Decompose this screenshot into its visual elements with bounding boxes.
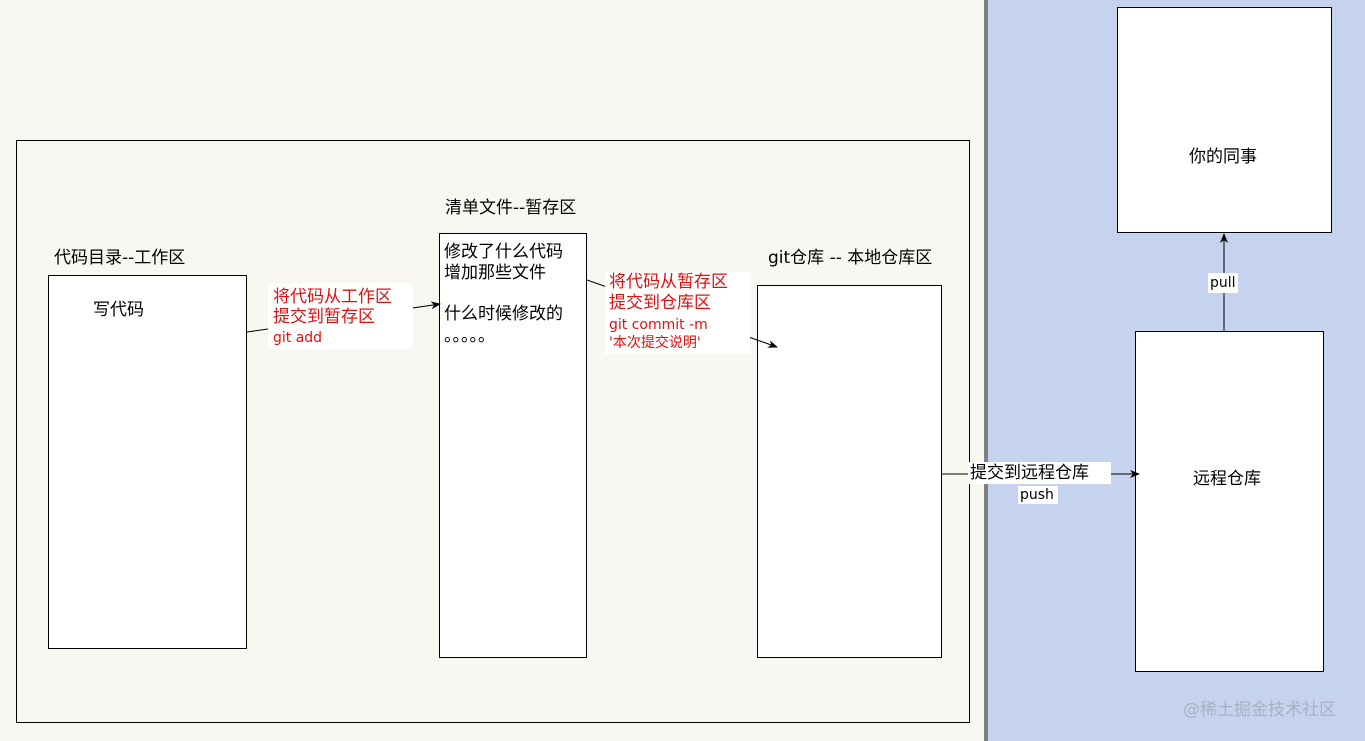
colleague-title: 你的同事 (1189, 147, 1257, 167)
stage-box: 修改了什么代码 增加那些文件 什么时候修改的 。。。。。 (439, 233, 587, 658)
pull-command: pull (1210, 275, 1236, 291)
commit-line-2: 提交到仓库区 (609, 293, 711, 313)
commit-annotation: 将代码从暂存区 提交到仓库区 git commit -m '本次提交说明' (605, 272, 750, 354)
workdir-content: 写代码 (93, 300, 144, 320)
workdir-box: 写代码 (48, 275, 247, 649)
localrepo-title: git仓库 -- 本地仓库区 (768, 248, 933, 268)
commit-message: '本次提交说明' (609, 335, 701, 351)
stage-title: 清单文件--暂存区 (445, 198, 577, 218)
add-annotation: 将代码从工作区 提交到暂存区 git add (268, 283, 413, 349)
stage-line-3: 什么时候修改的 (444, 304, 563, 324)
add-line-1: 将代码从工作区 (273, 287, 392, 307)
push-label: 提交到远程仓库 (970, 463, 1089, 483)
stage-line-4: 。。。。。 (444, 326, 495, 346)
localrepo-box (757, 285, 942, 658)
watermark: @稀土掘金技术社区 (1183, 700, 1336, 720)
colleague-box: 你的同事 (1117, 7, 1332, 233)
commit-line-1: 将代码从暂存区 (609, 272, 728, 292)
remote-title: 远程仓库 (1193, 469, 1261, 489)
stage-line-1: 修改了什么代码 (444, 242, 563, 262)
add-command: git add (273, 330, 323, 346)
stage-line-2: 增加那些文件 (444, 263, 546, 283)
add-line-2: 提交到暂存区 (273, 307, 375, 327)
push-annotation: 提交到远程仓库 (968, 462, 1111, 484)
remote-box: 远程仓库 (1135, 331, 1324, 672)
push-command: push (1020, 487, 1054, 503)
pull-annotation: pull (1208, 273, 1238, 293)
workdir-title: 代码目录--工作区 (54, 248, 186, 268)
push-command-bg: push (1018, 486, 1058, 504)
commit-command: git commit -m (609, 317, 708, 333)
